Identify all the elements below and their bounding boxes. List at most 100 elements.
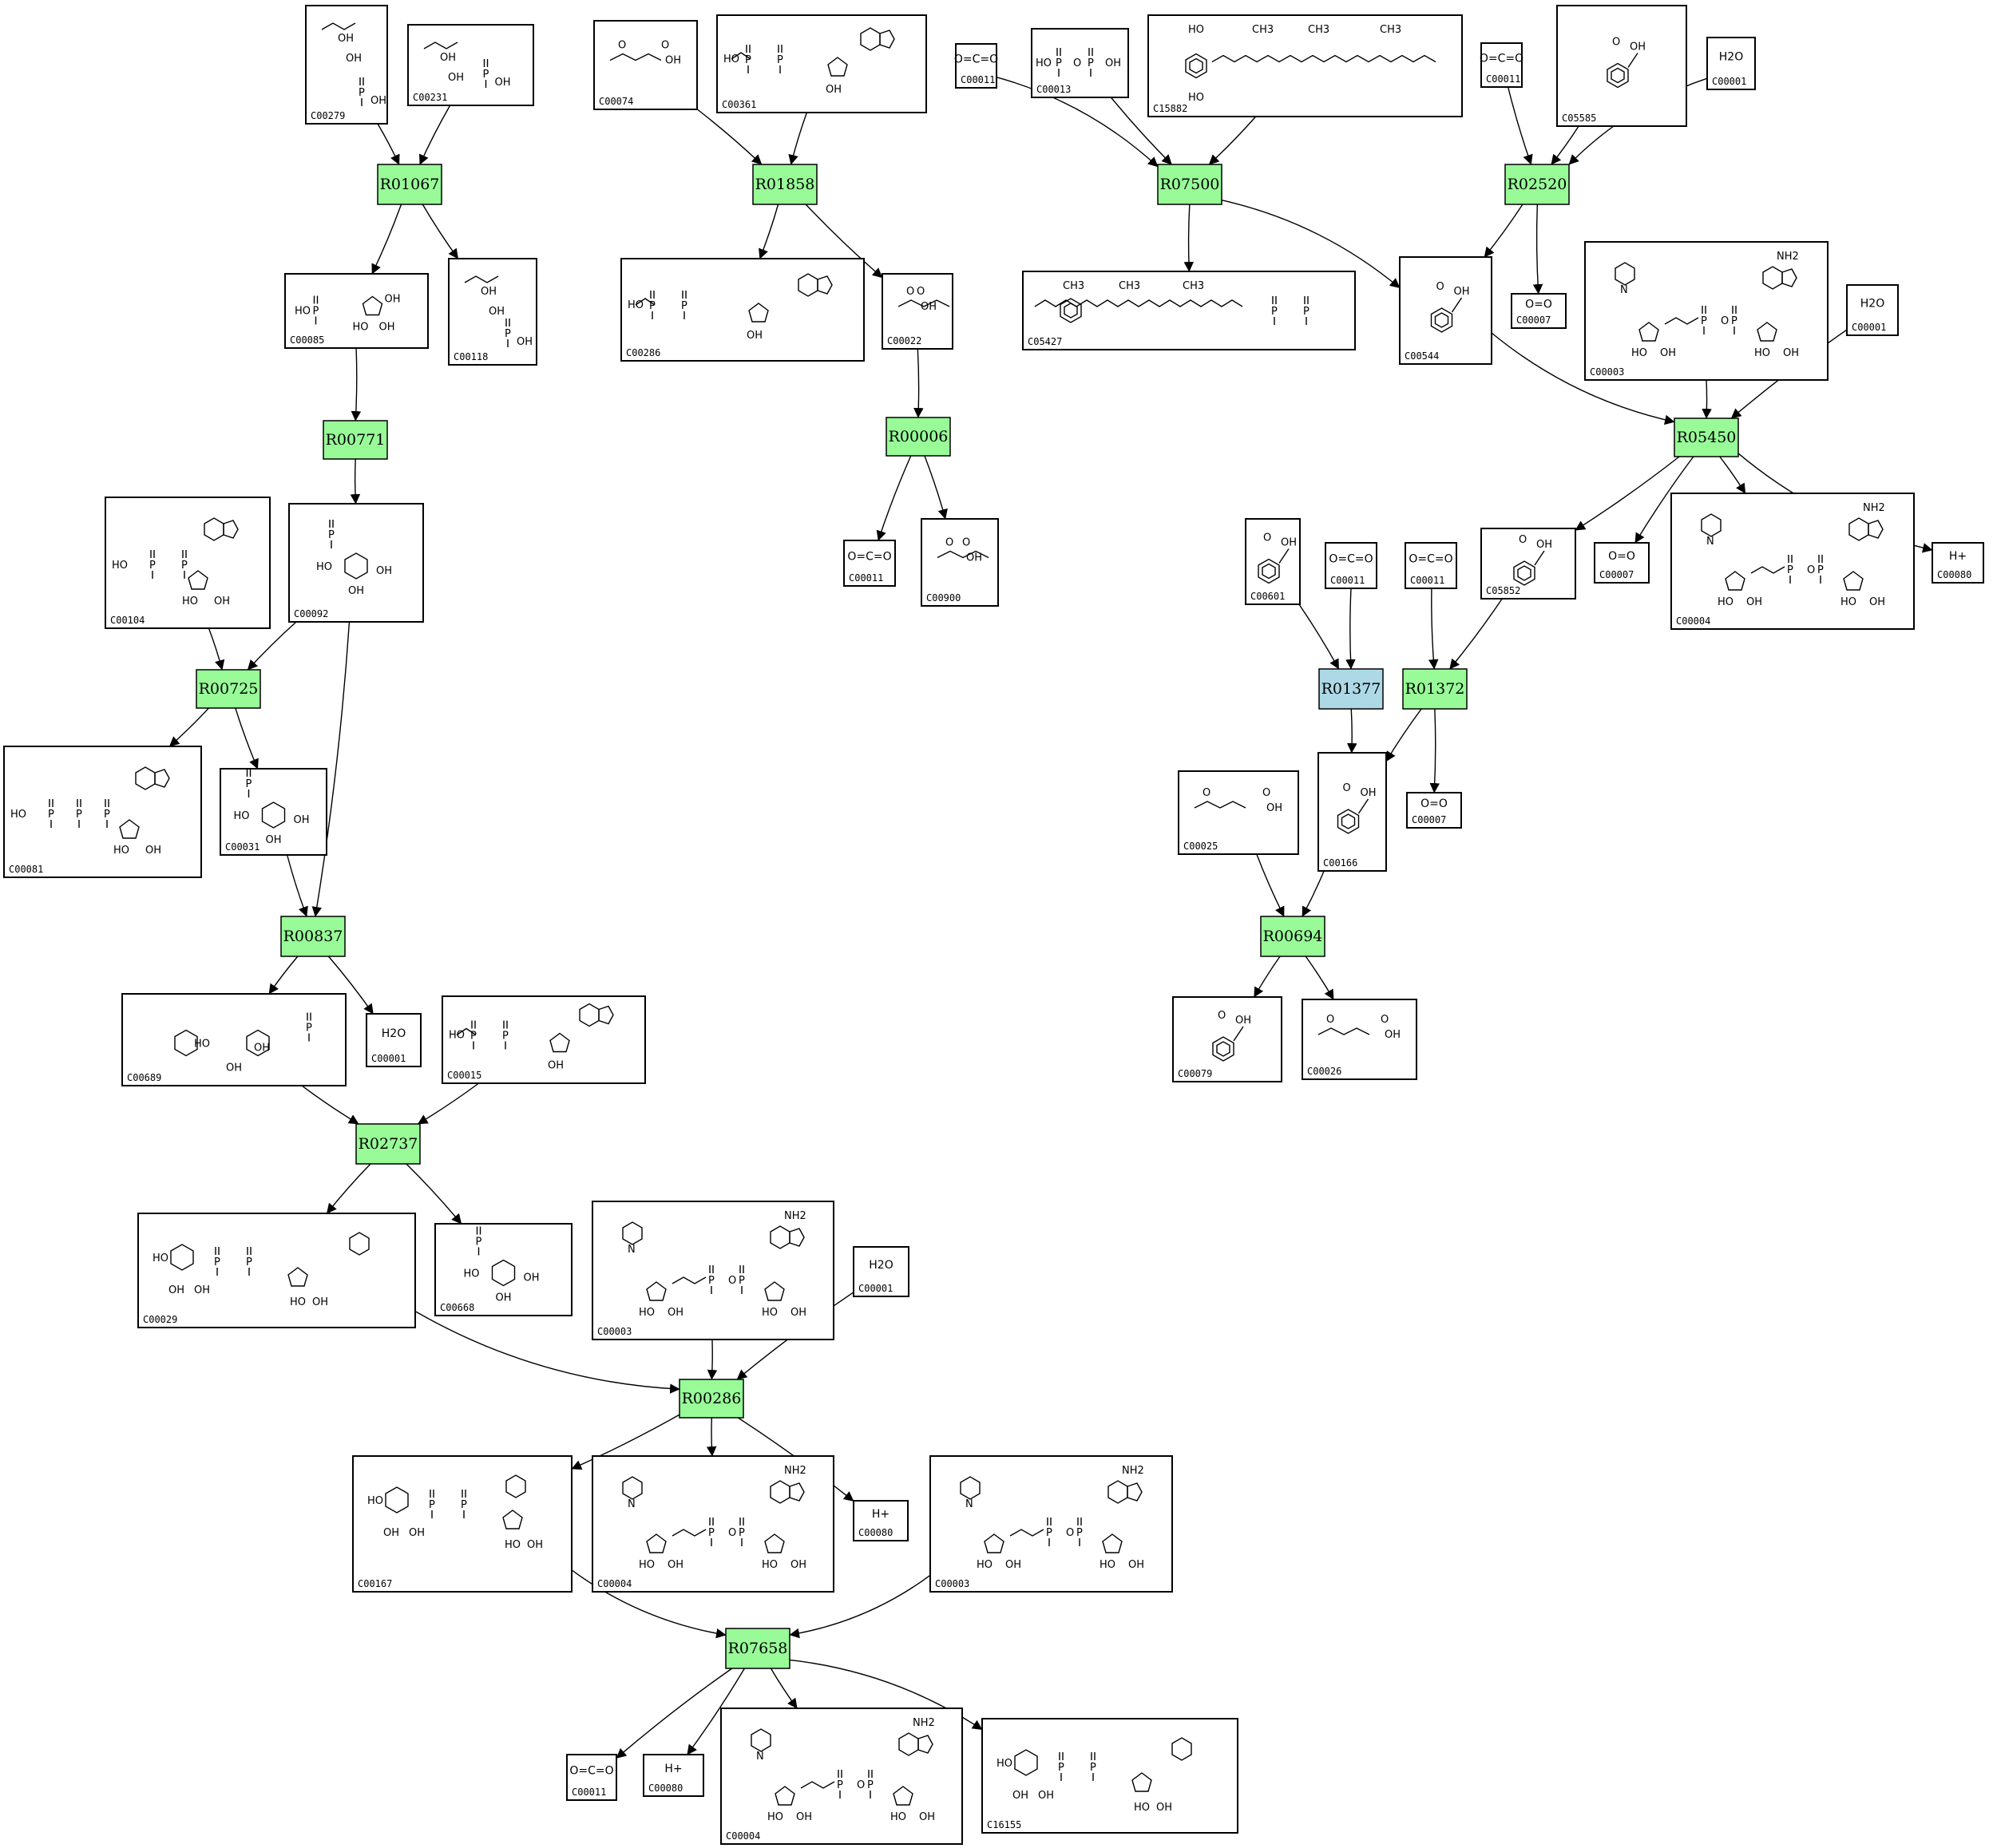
svg-text:HO: HO (1100, 1559, 1115, 1571)
reaction-R05450[interactable]: R05450 (1674, 417, 1739, 457)
svg-text:OH: OH (194, 1284, 210, 1296)
svg-text:OH: OH (517, 336, 533, 348)
compound-C00080[interactable]: H+C00080 (643, 1754, 704, 1797)
compound-C00080[interactable]: H+C00080 (1932, 542, 1984, 584)
reaction-R07658[interactable]: R07658 (725, 1628, 790, 1669)
svg-text:OH: OH (379, 322, 395, 334)
svg-text:O: O (1326, 1014, 1334, 1026)
reaction-R01858[interactable]: R01858 (752, 164, 818, 205)
reaction-R02520[interactable]: R02520 (1504, 164, 1570, 205)
svg-text:HO: HO (449, 1030, 465, 1042)
reaction-R00694[interactable]: R00694 (1260, 916, 1325, 957)
structure-drawing: OHO (1430, 281, 1470, 333)
compound-id: C00004 (726, 1830, 760, 1842)
compound-formula: O=C=O (847, 551, 891, 564)
compound-formula: O=C=O (1329, 553, 1373, 566)
reaction-R00725[interactable]: R00725 (196, 669, 261, 709)
svg-text:OH: OH (409, 1527, 425, 1539)
reaction-R07500[interactable]: R07500 (1157, 164, 1222, 205)
reaction-R02737[interactable]: R02737 (355, 1123, 421, 1165)
svg-text:OH: OH (1630, 42, 1646, 53)
reaction-label: R00725 (199, 680, 259, 698)
edge-R01067-to-n11 (371, 204, 402, 275)
reaction-R00837[interactable]: R00837 (280, 916, 346, 957)
reaction-R00771[interactable]: R00771 (323, 420, 388, 460)
svg-text:OH: OH (481, 286, 497, 298)
edge-n33-to-R00694 (1256, 853, 1285, 917)
edge-n20-to-R00725 (208, 627, 225, 671)
compound-C00080[interactable]: H+C00080 (853, 1500, 909, 1541)
svg-text:O: O (857, 1779, 865, 1791)
svg-text:HO: HO (316, 561, 332, 573)
reaction-R01067[interactable]: R01067 (377, 164, 442, 205)
reaction-R00006[interactable]: R00006 (886, 417, 951, 457)
reaction-label: R07658 (728, 1640, 788, 1657)
compound-id: C00361 (722, 99, 756, 110)
reaction-label: R00286 (682, 1390, 742, 1407)
edge-R07500-to-n16 (1221, 200, 1401, 289)
reaction-R01377[interactable]: R01377 (1318, 668, 1384, 710)
compound-id: C16155 (987, 1819, 1021, 1830)
svg-text:OH: OH (1361, 787, 1377, 799)
svg-text:HO: HO (1188, 92, 1204, 104)
reaction-R00286[interactable]: R00286 (679, 1379, 744, 1419)
svg-text:HO: HO (1718, 596, 1733, 608)
edge-n6-to-R07500 (1110, 97, 1172, 165)
reaction-R01372[interactable]: R01372 (1402, 668, 1468, 710)
svg-text:HO: HO (767, 1811, 783, 1823)
svg-text:OH: OH (338, 33, 354, 45)
